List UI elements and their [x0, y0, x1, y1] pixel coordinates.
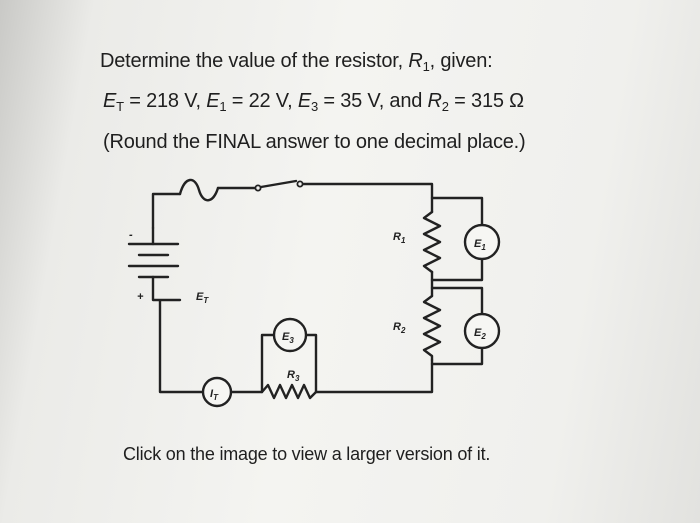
e3-value: = 35 V, and — [318, 90, 428, 112]
battery-minus-sign: - — [129, 229, 133, 241]
wire-top-right — [301, 182, 434, 214]
rounding-note: (Round the FINAL answer to one decimal p… — [103, 131, 526, 153]
r2-symbol: R — [427, 90, 442, 112]
et-symbol: E — [103, 90, 117, 112]
r1-subscript: 1 — [422, 59, 430, 74]
voltmeter-e1-icon[interactable] — [463, 223, 501, 261]
wire-e3-bracket — [260, 333, 318, 394]
resistor-r3-icon — [260, 383, 318, 400]
e1-label: E1 — [474, 238, 486, 252]
et-subscript: T — [116, 99, 124, 114]
e1-symbol: E — [206, 90, 220, 112]
given-values-line: ET = 218 V, E1 = 22 V, E3 = 35 V, and R2… — [103, 90, 524, 113]
et-value: = 218 V, — [123, 90, 207, 112]
r2-label: R2 — [393, 321, 406, 335]
r1-label: R1 — [393, 231, 406, 245]
r2-subscript: 2 — [441, 99, 449, 114]
e1-value: = 22 V, — [226, 90, 298, 112]
battery-icon — [127, 242, 180, 279]
voltmeter-e2-icon[interactable] — [463, 312, 501, 350]
question-line: Determine the value of the resistor, R1,… — [100, 50, 493, 73]
e1-subscript: 1 — [219, 99, 227, 114]
r1-symbol: R — [408, 50, 423, 72]
given-text: , given: — [429, 50, 493, 72]
click-to-enlarge-note[interactable]: Click on the image to view a larger vers… — [123, 444, 491, 464]
e2-label: E2 — [474, 327, 486, 341]
wire-left-down — [151, 275, 205, 394]
battery-plus-sign: + — [137, 291, 144, 303]
wire-e1-bracket — [430, 196, 484, 282]
it-label: IT — [210, 388, 219, 402]
voltmeter-e3-icon[interactable] — [272, 317, 308, 353]
resistor-r2-icon — [422, 294, 442, 362]
wire-top-left — [151, 192, 182, 230]
r3-label: R3 — [287, 369, 300, 383]
e3-label: E3 — [282, 331, 294, 345]
e3-symbol: E — [297, 90, 311, 112]
et-label: ET — [196, 291, 209, 305]
fuse-icon — [178, 178, 220, 202]
wire-e2-bracket — [430, 286, 484, 366]
switch-contact-left — [254, 184, 262, 192]
resistor-r1-icon — [422, 210, 442, 274]
wire-bottom-right — [314, 358, 434, 394]
switch-blade-icon[interactable] — [259, 179, 298, 189]
question-text: Determine the value of the resistor, — [100, 50, 409, 72]
r2-value: = 315 Ω — [448, 90, 524, 112]
e3-subscript: 3 — [310, 99, 318, 114]
